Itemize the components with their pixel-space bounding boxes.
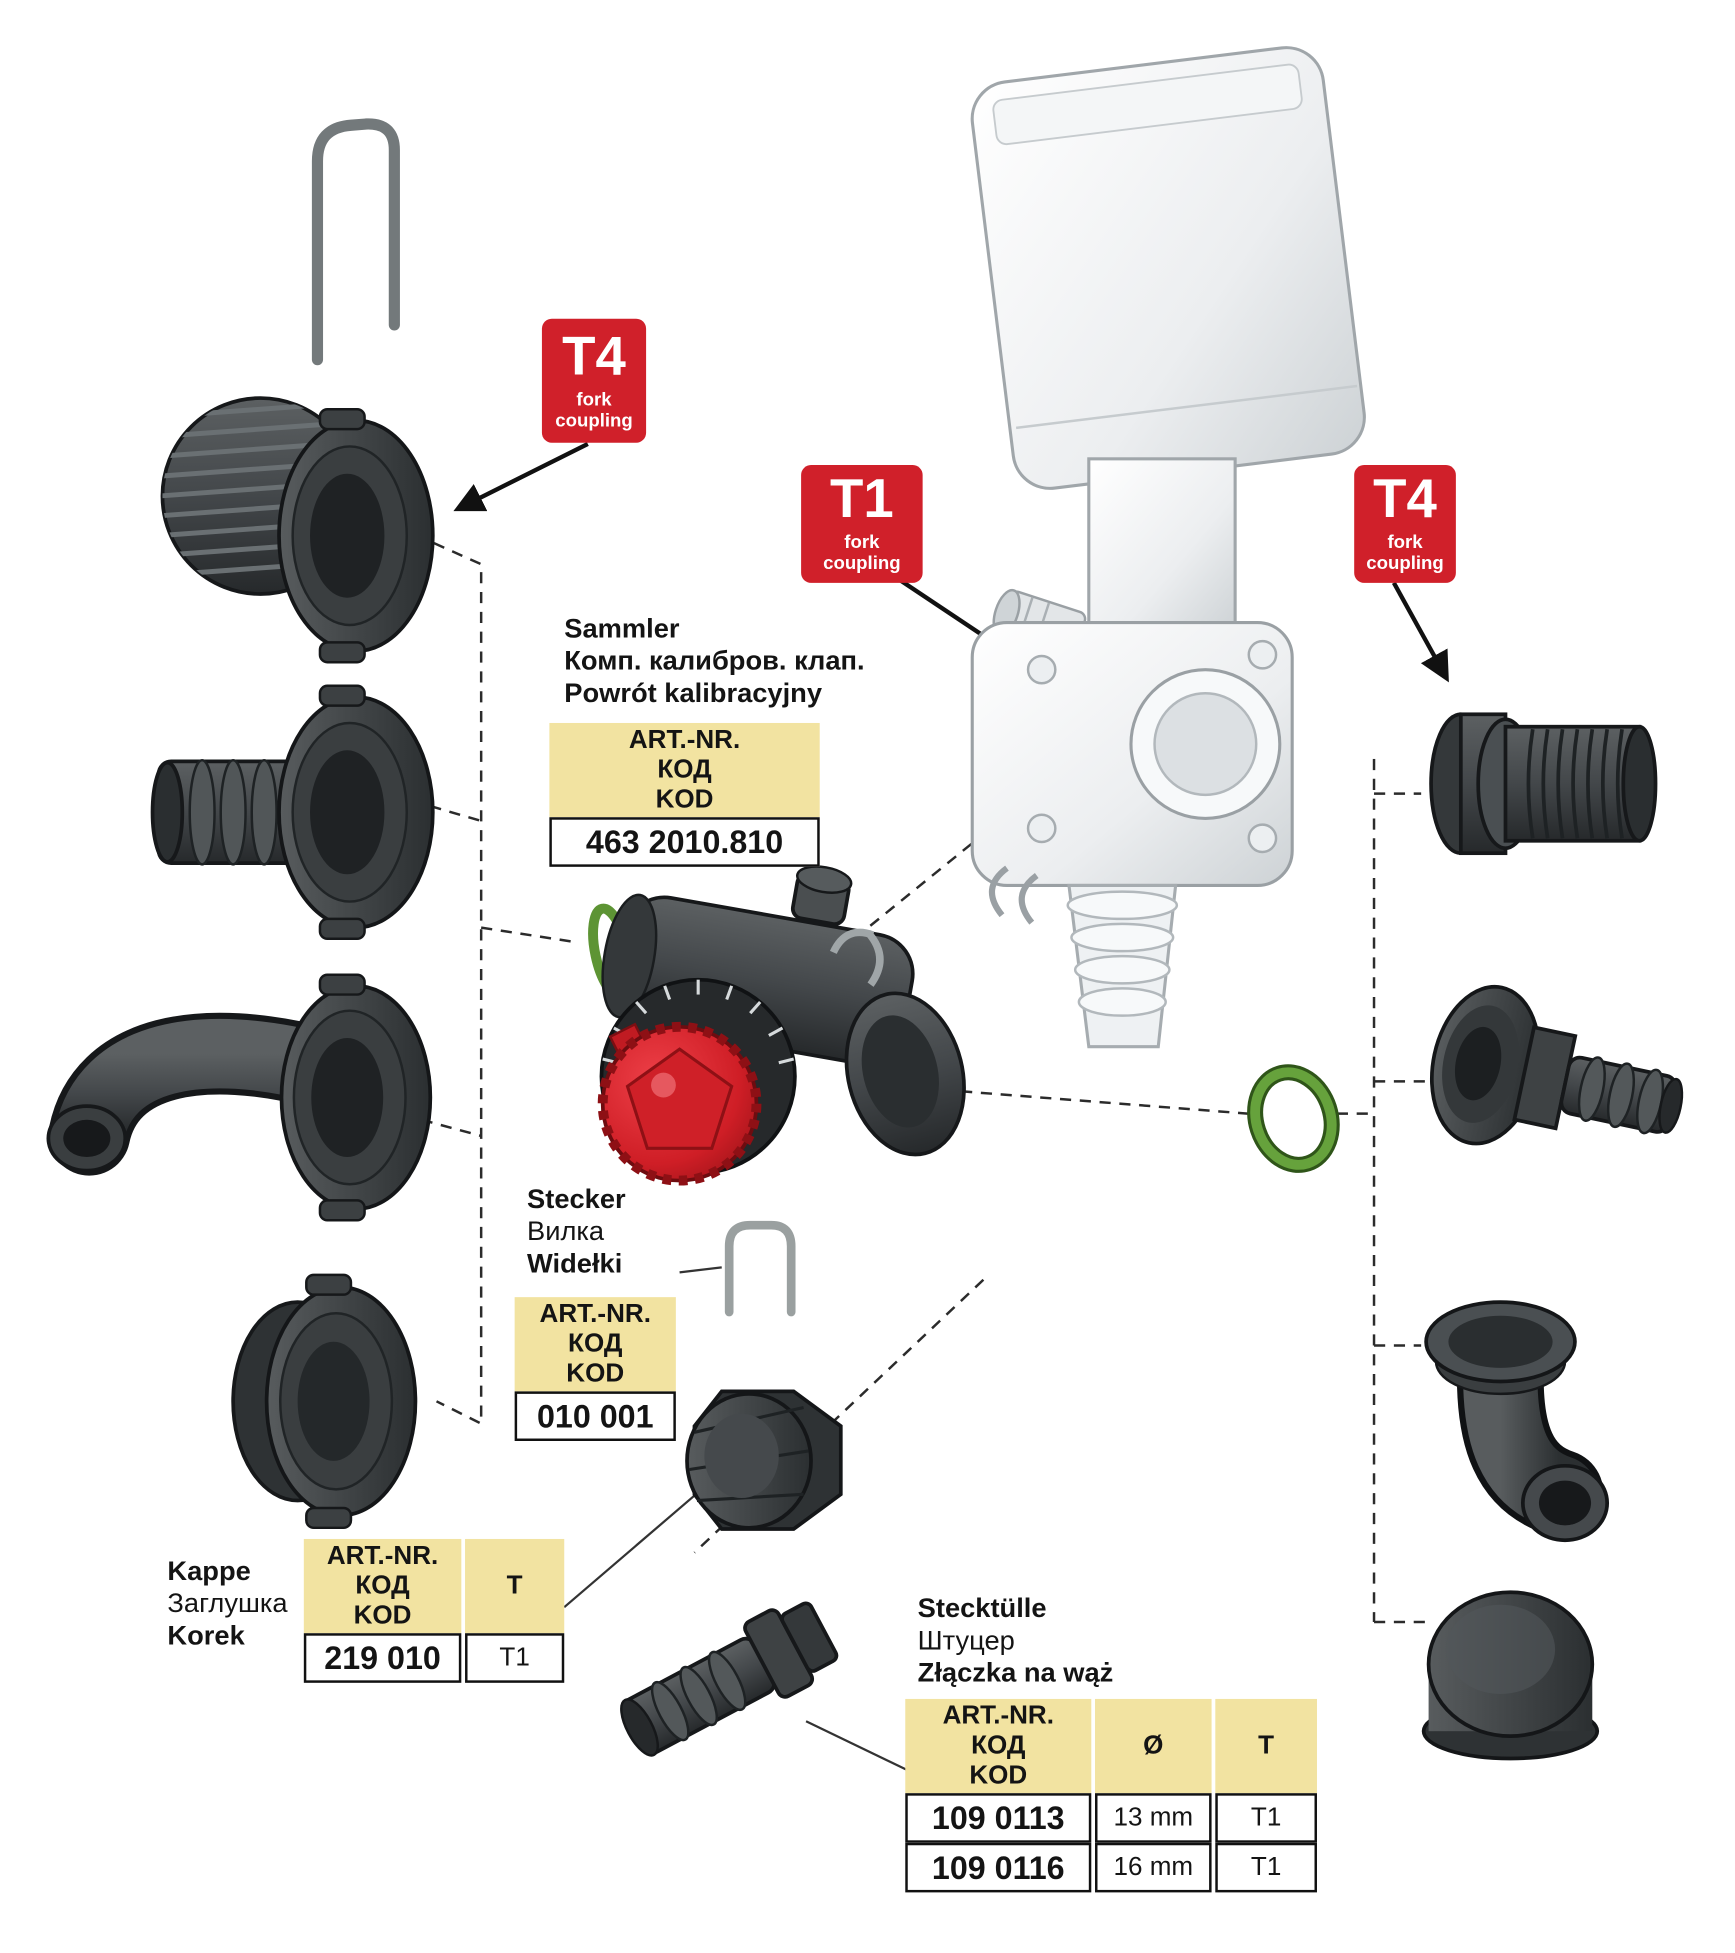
connector-line <box>421 542 1427 1624</box>
artnr-header: ART.-NR. КОД KOD <box>514 1297 676 1392</box>
label-kappe: Kappe Заглушка Korek <box>167 1555 287 1652</box>
artnr-header: ART.-NR. КОД KOD <box>905 1698 1092 1794</box>
label-line-de: Stecker <box>527 1183 626 1215</box>
diameter-value: 16 mm <box>1095 1842 1212 1893</box>
badge-code: T4 <box>562 325 626 387</box>
label-line-pl: Złączka na wąż <box>917 1656 1114 1688</box>
fork-wire-small <box>724 1220 796 1317</box>
label-line-pl: Powrót kalibracyjny <box>564 677 823 709</box>
fitting-cap-illustration <box>1421 1590 1600 1761</box>
fork-wire-large <box>311 118 400 366</box>
coupling-threaded-illustration <box>160 396 435 664</box>
t-column-header: T <box>1215 1698 1317 1794</box>
badge-subtitle: fork coupling <box>823 532 901 575</box>
table-sammler: ART.-NR. КОД KOD 463 2010.810 <box>549 722 820 867</box>
diameter-column-header: Ø <box>1095 1698 1212 1794</box>
t-column-header: T <box>465 1538 565 1634</box>
artnr-value: 010 001 <box>514 1391 676 1441</box>
badge-t1-center: T1 fork coupling <box>801 465 923 583</box>
artnr-value: 109 0113 <box>905 1793 1092 1843</box>
fitting-hose-barb-illustration <box>1429 984 1684 1146</box>
hose-barb-part-illustration <box>620 1601 839 1757</box>
valve-actuator-illustration <box>970 46 1366 1049</box>
coupling-elbow-illustration <box>46 973 433 1222</box>
table-stecker: ART.-NR. КОД KOD 010 001 <box>514 1297 676 1441</box>
label-stecktuelle: Stecktülle Штуцер Złączka na wąż <box>918 1592 1114 1689</box>
label-sammler: Sammler Комп. калибров. клап. Powrót kal… <box>564 613 864 710</box>
artnr-value: 109 0116 <box>905 1842 1092 1893</box>
fitting-elbow-illustration <box>1424 1300 1610 1543</box>
sammler-valve-illustration <box>588 865 966 1186</box>
t-value: T1 <box>465 1633 565 1683</box>
table-stecktuelle: ART.-NR. КОД KOD Ø T 109 0113 13 mm T1 1… <box>905 1698 1317 1893</box>
artnr-value: 463 2010.810 <box>549 817 820 867</box>
label-stecker: Stecker Вилка Widełki <box>527 1183 626 1280</box>
diameter-value: 13 mm <box>1095 1793 1212 1843</box>
label-line-ru: Заглушка <box>167 1587 288 1619</box>
label-line-ru: Вилка <box>527 1215 605 1247</box>
t-value: T1 <box>1215 1842 1317 1893</box>
adapter-threaded-illustration <box>1429 712 1658 856</box>
badge-code: T1 <box>830 469 894 530</box>
leader-line <box>563 1266 910 1772</box>
label-line-de: Stecktülle <box>917 1592 1047 1624</box>
label-line-de: Sammler <box>564 612 680 644</box>
badge-t4-left: T4 fork coupling <box>541 318 647 443</box>
cap-part-illustration <box>685 1389 843 1531</box>
artnr-header: ART.-NR. КОД KOD <box>303 1538 462 1634</box>
badge-subtitle: fork coupling <box>555 389 633 431</box>
label-line-de: Kappe <box>167 1555 251 1587</box>
t-value: T1 <box>1215 1793 1317 1843</box>
artnr-header: ART.-NR. КОД KOD <box>549 722 820 818</box>
label-line-ru: Комп. калибров. клап. <box>564 644 865 676</box>
badge-subtitle: fork coupling <box>1366 532 1444 575</box>
artnr-value: 219 010 <box>303 1633 462 1683</box>
badge-t4-right: T4 fork coupling <box>1354 465 1456 583</box>
label-line-pl: Widełki <box>527 1247 623 1279</box>
coupling-hose-barb-illustration <box>150 684 435 940</box>
label-line-pl: Korek <box>167 1619 245 1651</box>
label-line-ru: Штуцер <box>917 1624 1015 1656</box>
table-kappe: ART.-NR. КОД KOD T 219 010 T1 <box>303 1538 565 1683</box>
coupling-cap-illustration <box>231 1273 418 1530</box>
o-ring-illustration <box>1247 1064 1340 1173</box>
badge-code: T4 <box>1373 469 1437 530</box>
